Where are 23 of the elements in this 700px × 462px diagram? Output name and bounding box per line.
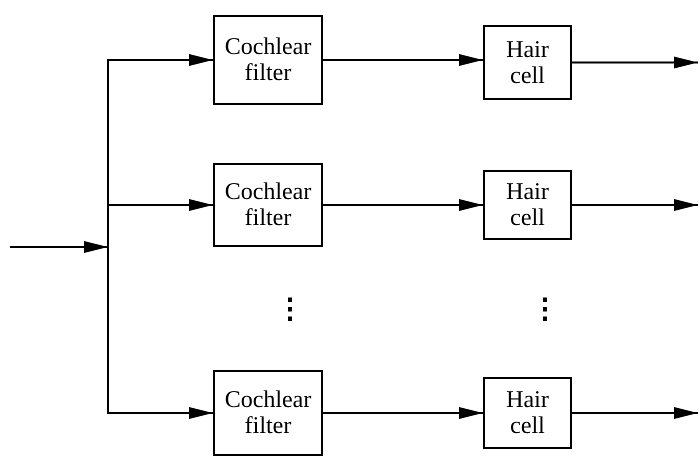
process-box (483, 170, 572, 240)
process-box (213, 15, 323, 105)
arrow (323, 199, 483, 211)
arrow (572, 407, 698, 419)
input-arrow (10, 241, 108, 253)
process-box (483, 377, 572, 449)
ellipsis-mark: ⋮ (276, 295, 304, 325)
box-label: Hair cell (505, 179, 550, 231)
arrow (572, 56, 698, 68)
arrow (572, 199, 698, 211)
arrow (323, 54, 483, 66)
process-box (213, 370, 323, 456)
box-label: Hair cell (505, 36, 550, 88)
box-label: Hair cell (505, 387, 550, 439)
box-label: Cochlear filter (224, 34, 312, 86)
box-label: Cochlear filter (224, 387, 312, 439)
process-box (483, 25, 572, 100)
ellipsis-mark: ⋮ (531, 295, 559, 325)
arrow (107, 247, 213, 419)
arrow (323, 407, 483, 419)
process-box (213, 163, 323, 247)
box-label: Cochlear filter (224, 179, 312, 231)
arrow (107, 199, 213, 247)
